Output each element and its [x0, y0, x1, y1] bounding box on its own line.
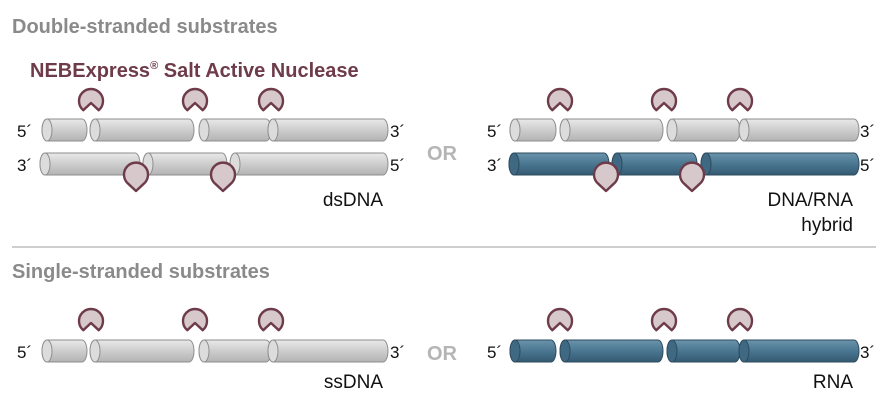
dsdna-top-strand-segment-2	[89, 118, 195, 142]
hybrid-dna-strand-segment-4	[738, 118, 860, 142]
dsdna-label: dsDNA	[323, 190, 384, 211]
ssdna-strand-segment-1	[41, 339, 88, 363]
rna-strand-segment-3	[666, 339, 741, 363]
enzyme-name: NEBExpress	[30, 60, 150, 82]
hybrid-bottom-3prime-label: 3´	[487, 156, 502, 175]
ssdna-enzyme-icon-1	[77, 307, 105, 332]
ssdna-5prime-label: 5´	[17, 343, 32, 362]
or-label-double: OR	[427, 143, 458, 165]
end-labels-layer: 5´ 3´ 3´ 5´ 5´ 3´ 3´ 5´ 5´ 3´ 5´ 3´	[17, 122, 875, 362]
hybrid-top-enzyme-icon-2	[650, 87, 678, 112]
dsdna-top-5prime-label: 5´	[17, 122, 32, 141]
enzyme-title: NEBExpress® Salt Active Nuclease	[30, 60, 359, 82]
hybrid-bottom-5prime-label: 5´	[860, 156, 875, 175]
dsdna-top-strand-segment-1	[41, 118, 88, 142]
ds-bottom-enzyme-icon-2	[209, 161, 237, 193]
ssdna-strand-segment-2	[89, 339, 195, 363]
rna-label: RNA	[813, 372, 853, 393]
ds-top-enzyme-icon-3	[257, 87, 285, 112]
ds-top-enzyme-icon-2	[181, 87, 209, 112]
hybrid-label-line2: hybrid	[801, 215, 853, 236]
dsdna-bottom-5prime-label: 5´	[390, 156, 405, 175]
dsdna-bottom-3prime-label: 3´	[17, 156, 32, 175]
rna-enzyme-icon-1	[546, 307, 574, 332]
dsdna-top-3prime-label: 3´	[390, 122, 405, 141]
hybrid-label-line1: DNA/RNA	[767, 190, 853, 211]
ssdna-label: ssDNA	[324, 372, 383, 393]
rna-enzyme-icon-2	[650, 307, 678, 332]
ssdna-enzyme-icon-3	[257, 307, 285, 332]
hybrid-rna-strand-segment-3	[700, 152, 860, 176]
rna-5prime-label: 5´	[487, 343, 502, 362]
ds-top-enzyme-icon-1	[77, 87, 105, 112]
rna-strand-segment-2	[559, 339, 664, 363]
hybrid-top-enzyme-icon-1	[546, 87, 574, 112]
registered-mark: ®	[150, 60, 158, 72]
ssdna-3prime-label: 3´	[390, 343, 405, 362]
hybrid-top-5prime-label: 5´	[487, 122, 502, 141]
hybrid-bottom-enzyme-icon-1	[592, 161, 620, 193]
strand-layer	[39, 118, 860, 363]
ds-bottom-enzyme-icon-1	[122, 161, 150, 193]
hybrid-top-3prime-label: 3´	[860, 122, 875, 141]
hybrid-dna-strand-segment-1	[509, 118, 557, 142]
enzyme-layer	[77, 87, 754, 332]
hybrid-dna-strand-segment-2	[559, 118, 664, 142]
dsdna-top-strand-segment-3	[198, 118, 272, 142]
ssdna-enzyme-icon-2	[181, 307, 209, 332]
rna-enzyme-icon-3	[726, 307, 754, 332]
dsdna-bottom-strand-segment-3	[229, 152, 389, 176]
double-stranded-heading: Double-stranded substrates	[12, 16, 278, 38]
hybrid-dna-strand-segment-3	[666, 118, 741, 142]
enzyme-name-suffix: Salt Active Nuclease	[158, 60, 358, 82]
ssdna-strand-segment-4	[267, 339, 389, 363]
ssdna-strand-segment-3	[198, 339, 272, 363]
hybrid-bottom-enzyme-icon-2	[678, 161, 706, 193]
dsdna-top-strand-segment-4	[267, 118, 389, 142]
hybrid-top-enzyme-icon-3	[726, 87, 754, 112]
rna-strand-segment-4	[738, 339, 860, 363]
dsdna-bottom-strand-segment-1	[39, 152, 141, 176]
rna-strand-segment-1	[509, 339, 557, 363]
or-label-single: OR	[427, 343, 458, 365]
single-stranded-heading: Single-stranded substrates	[12, 261, 270, 283]
rna-3prime-label: 3´	[860, 343, 875, 362]
